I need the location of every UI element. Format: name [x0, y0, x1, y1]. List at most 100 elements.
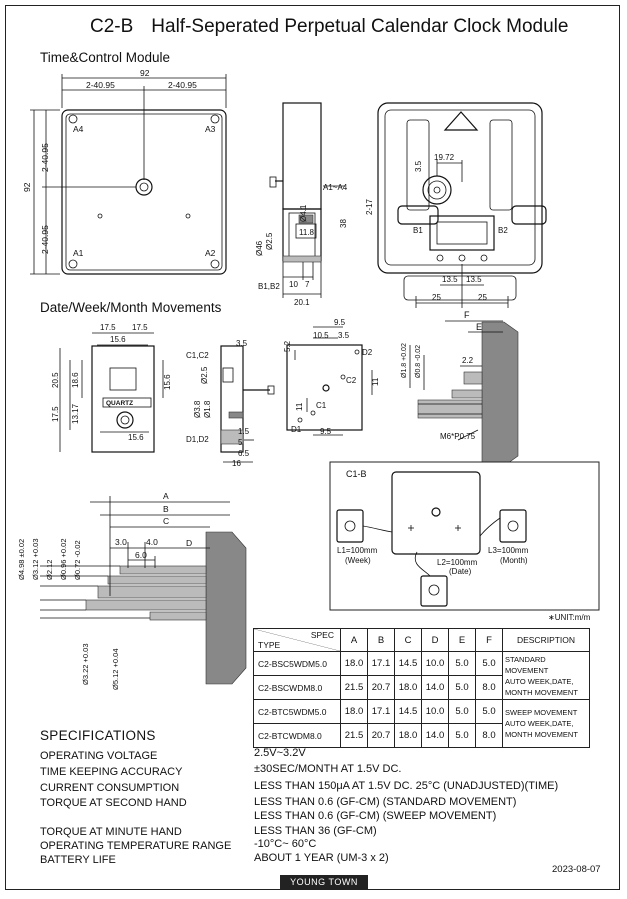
cell: 14.0 [421, 675, 449, 700]
title-text: Half-Seperated Perpetual Calendar Clock … [151, 16, 569, 37]
dim-label: Ø2.12 [45, 560, 54, 580]
cell: 18.0 [394, 723, 422, 748]
spec-value: -10°C~ 60°C [254, 838, 317, 850]
shaft-section-labels: F E Ø1.8 +0.02 Ø0.8 -0.02 2.2 M6*P0.75 [401, 310, 482, 441]
cell: 20.7 [367, 675, 395, 700]
dim-label: 92 [140, 68, 150, 78]
cell: 18.0 [394, 675, 422, 700]
spec-label: CURRENT CONSUMPTION [40, 782, 180, 794]
dim-label: 1.5 [238, 427, 250, 436]
dim-label: A1~A4 [323, 183, 348, 192]
section-date-week-month: Date/Week/Month Movements [40, 300, 222, 315]
cell: 5.0 [475, 651, 503, 676]
cell: 17.1 [367, 699, 395, 724]
spec-label: TORQUE AT MINUTE HAND [40, 826, 182, 838]
unit-note: ∗UNIT:m/m [548, 613, 591, 622]
dim-label: 11 [371, 377, 380, 386]
dim-label: 10.5 [313, 331, 329, 340]
cell: 20.7 [367, 723, 395, 748]
description-cell: STANDARD MOVEMENT AUTO WEEK,DATE, MONTH … [502, 651, 590, 700]
table-row: C2-BTC5WDM5.0 18.0 17.1 14.5 10.0 5.0 5.… [253, 699, 590, 748]
dim-label: Ø4.98 ±0.02 [17, 539, 26, 580]
page-title: C2-B Half-Seperated Perpetual Calendar Cl… [90, 16, 568, 38]
dim-label: Ø3.8 [193, 400, 202, 418]
description-header: DESCRIPTION [502, 628, 590, 652]
time-module-front-view [30, 74, 227, 275]
dim-label: 25 [432, 293, 441, 302]
dim-label: 3.5 [338, 331, 350, 340]
cell: 18.0 [340, 651, 368, 676]
corner-label: A2 [205, 248, 216, 258]
table-row: C2-BSC5WDM5.0 18.0 17.1 14.5 10.0 5.0 5.… [253, 651, 590, 700]
dim-label: M6*P0.75 [440, 432, 476, 441]
col-header: E [448, 628, 476, 652]
dim-label: Ø0.96 +0.02 [59, 539, 68, 581]
cell: 8.0 [475, 675, 503, 700]
dim-label: 2-17 [365, 198, 374, 215]
dim-label: 13.17 [71, 403, 80, 424]
dim-label: 2-40.95 [168, 80, 197, 90]
cell: 10.0 [421, 651, 449, 676]
row-type: C2-BTCWDM8.0 [253, 723, 341, 748]
dim-label: Ø4.1 [299, 204, 308, 222]
dim-label: C2 [346, 376, 357, 385]
cell: 5.0 [448, 651, 476, 676]
specifications-heading: SPECIFICATIONS [40, 728, 156, 743]
row-type: C2-BTC5WDM5.0 [253, 699, 341, 724]
dim-label: E [476, 322, 482, 332]
dim-label: D [186, 538, 192, 548]
wire-label: L2=100mm [437, 558, 478, 567]
spec-value-2: LESS THAN 0.6 (GF-CM) (SWEEP MOVEMENT) [254, 810, 497, 822]
dim-label: 15.6 [128, 433, 144, 442]
dim-label: B2 [498, 226, 508, 235]
document-date: 2023-08-07 [552, 864, 601, 875]
cell: 10.0 [421, 699, 449, 724]
cell: 5.0 [475, 699, 503, 724]
dim-label: C1,C2 [186, 351, 209, 360]
movement-front-view [59, 332, 164, 453]
desc-line: STANDARD MOVEMENT [505, 654, 549, 675]
dim-label: Ø3.22 +0.03 [81, 644, 90, 686]
dim-label: Ø46 [255, 240, 264, 256]
dim-label: D2 [362, 348, 373, 357]
cell: 14.0 [421, 723, 449, 748]
spec-label: TIME KEEPING ACCURACY [40, 766, 183, 778]
row-type: C2-BSCWDM8.0 [253, 675, 341, 700]
dim-label: B1 [413, 226, 423, 235]
movement-side-labels: 3.5 C1,C2 Ø2.5 Ø3.8 Ø1.8 D1,D2 1.5 5 6.5… [186, 339, 250, 468]
dim-label: 17.5 [51, 406, 60, 422]
spec-value: ABOUT 1 YEAR (UM-3 x 2) [254, 852, 389, 864]
cell: 8.0 [475, 723, 503, 748]
dim-label: 15.6 [110, 335, 126, 344]
c1b-wiring-diagram [329, 461, 600, 611]
dim-label: 2-40.95 [40, 225, 50, 254]
dim-label: 19.72 [434, 153, 455, 162]
dim-label: 38 [339, 219, 348, 228]
dim-label: 17.5 [132, 323, 148, 332]
title-code: C2-B [90, 16, 134, 37]
type-spec-header: SPEC TYPE [253, 628, 341, 652]
dim-label: 16 [232, 459, 241, 468]
desc-line: AUTO WEEK,DATE, [505, 676, 574, 686]
movement-back-labels: 9.5 10.5 3.5 5.2 D2 C2 11 C1 11 D1 9.5 [283, 318, 380, 436]
desc-line: MONTH MOVEMENT [505, 730, 578, 739]
dim-label: Ø0.72 -0.02 [73, 540, 82, 580]
dim-label: 2-40.95 [86, 80, 115, 90]
drawing-sheet [5, 5, 620, 890]
desc-line: MONTH MOVEMENT [505, 687, 578, 697]
dim-label: D1 [291, 425, 302, 434]
cell: 18.0 [340, 699, 368, 724]
spec-value: LESS THAN 36 (GF-CM) [254, 825, 377, 837]
dim-label: 2-40.95 [40, 143, 50, 172]
dim-label: C [163, 516, 169, 526]
c1b-title: C1-B [346, 469, 367, 479]
dim-label: B1,B2 [258, 282, 280, 291]
spec-value: LESS THAN 0.6 (GF-CM) (STANDARD MOVEMENT… [254, 796, 517, 808]
wire-label: (Week) [345, 556, 371, 565]
spec-value: 2.5V~3.2V [254, 747, 306, 759]
dim-label: 11 [295, 402, 304, 411]
cell: 17.1 [367, 651, 395, 676]
dim-label: 9.5 [334, 318, 346, 327]
dim-label: 6.0 [135, 550, 147, 560]
dim-label: Ø0.8 -0.02 [415, 345, 422, 378]
